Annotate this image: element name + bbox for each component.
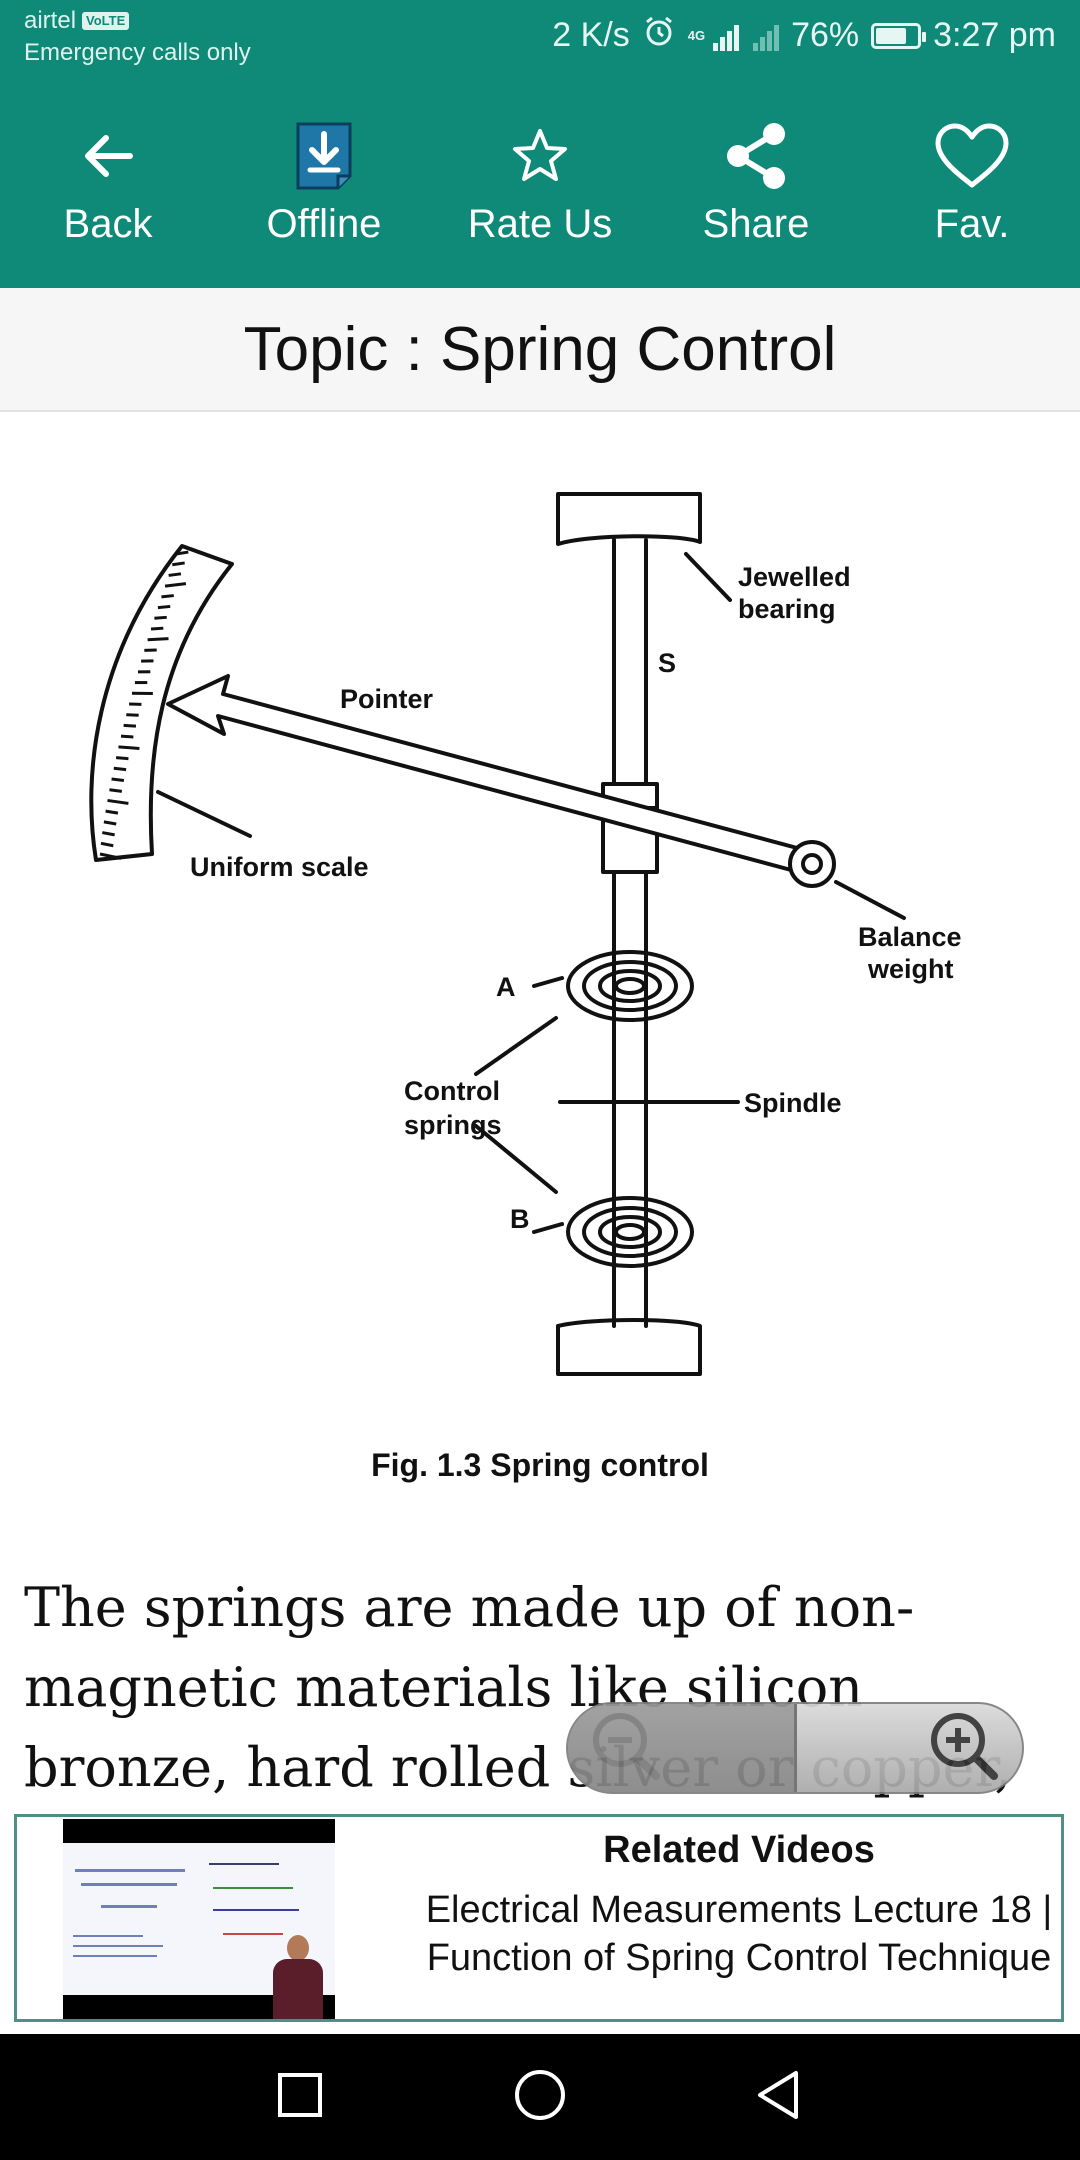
offline-button[interactable]: Offline bbox=[216, 72, 432, 288]
scale-tick bbox=[118, 745, 140, 751]
label-s: S bbox=[658, 648, 676, 678]
scale-tick bbox=[99, 852, 122, 860]
share-label: Share bbox=[702, 202, 810, 246]
scale-tick bbox=[103, 820, 117, 826]
presenter-head bbox=[287, 1935, 309, 1961]
scale-tick bbox=[150, 626, 164, 631]
rate-us-label: Rate Us bbox=[467, 202, 613, 246]
label-pointer: Pointer bbox=[340, 684, 434, 714]
scale-tick bbox=[154, 615, 167, 620]
scale-tick bbox=[115, 756, 129, 761]
back-button[interactable]: Back bbox=[0, 72, 216, 288]
zoom-in-button[interactable] bbox=[796, 1704, 1022, 1792]
label-uniform-scale: Uniform scale bbox=[190, 852, 369, 882]
zoom-out-icon bbox=[588, 1708, 664, 1789]
scale-tick bbox=[105, 809, 119, 815]
emergency-text: Emergency calls only bbox=[24, 39, 251, 66]
scale-tick bbox=[147, 637, 169, 642]
back-nav-button[interactable] bbox=[660, 2069, 900, 2126]
battery-percent: 76% bbox=[791, 16, 860, 54]
presenter-body bbox=[273, 1959, 323, 2019]
related-video-title[interactable]: Electrical Measurements Lecture 18 | Fun… bbox=[425, 1889, 1053, 1979]
signal-2-icon bbox=[751, 21, 780, 51]
scale-tick bbox=[113, 766, 127, 772]
label-spindle: Spindle bbox=[744, 1088, 842, 1118]
scale-tick bbox=[111, 777, 125, 782]
signal-icon bbox=[711, 21, 740, 51]
label-b: B bbox=[510, 1204, 530, 1234]
scale-ticks bbox=[99, 550, 189, 860]
scale-tick bbox=[172, 561, 185, 567]
label-jewelled: Jewelled bbox=[738, 562, 851, 592]
status-bar: airtel VoLTE Emergency calls only 2 K/s … bbox=[0, 0, 1080, 72]
home-button[interactable] bbox=[420, 2067, 660, 2128]
related-text: Related Videos Electrical Measurements L… bbox=[421, 1817, 1057, 1982]
figure-caption: Fig. 1.3 Spring control bbox=[371, 1447, 709, 1483]
favorite-label: Fav. bbox=[934, 202, 1010, 246]
status-left: airtel VoLTE Emergency calls only bbox=[24, 6, 251, 70]
volte-badge: VoLTE bbox=[82, 12, 130, 30]
heart-icon bbox=[934, 116, 1010, 196]
network-type: 4G bbox=[687, 28, 706, 43]
clock: 3:27 pm bbox=[933, 16, 1056, 54]
navigation-bar bbox=[0, 2034, 1080, 2160]
related-heading: Related Videos bbox=[603, 1829, 875, 1871]
scale-tick bbox=[100, 841, 114, 848]
carrier-name: airtel bbox=[24, 7, 77, 34]
star-icon bbox=[510, 116, 570, 196]
rate-us-button[interactable]: Rate Us bbox=[432, 72, 648, 288]
offline-label: Offline bbox=[266, 202, 382, 246]
battery-icon bbox=[871, 22, 927, 49]
thumbnail-slide bbox=[63, 1843, 335, 2019]
scale-tick bbox=[109, 788, 123, 793]
scale-tick bbox=[157, 604, 171, 610]
label-springs: springs bbox=[404, 1110, 502, 1140]
topic-header: Topic : Spring Control bbox=[0, 288, 1080, 412]
share-button[interactable]: Share bbox=[648, 72, 864, 288]
back-label: Back bbox=[63, 202, 153, 246]
label-bearing: bearing bbox=[738, 594, 836, 624]
related-videos-card[interactable]: Related Videos Electrical Measurements L… bbox=[14, 1814, 1064, 2022]
scale-tick bbox=[161, 594, 174, 599]
video-thumbnail[interactable] bbox=[63, 1819, 335, 2019]
alarm-icon bbox=[642, 14, 676, 57]
square-icon bbox=[276, 2071, 324, 2124]
recents-button[interactable] bbox=[180, 2071, 420, 2124]
spring-control-diagram: Jewelled bearing S Pointer Uniform scale… bbox=[89, 492, 962, 1483]
zoom-out-button[interactable] bbox=[568, 1704, 797, 1792]
label-a: A bbox=[496, 972, 516, 1002]
zoom-control bbox=[566, 1702, 1024, 1794]
app-toolbar: Back Offline Rate Us Share Fav. bbox=[0, 72, 1080, 288]
scale-tick bbox=[123, 723, 137, 728]
status-right: 2 K/s 4G 76% 3:27 pm bbox=[540, 14, 1056, 57]
scale-tick bbox=[102, 831, 115, 837]
share-icon bbox=[720, 116, 792, 196]
network-speed: 2 K/s bbox=[552, 16, 630, 54]
scale-tick bbox=[168, 572, 182, 577]
zoom-in-icon bbox=[926, 1708, 1002, 1789]
triangle-back-icon bbox=[754, 2069, 806, 2126]
download-icon bbox=[294, 116, 354, 196]
scale-tick bbox=[120, 734, 134, 739]
circle-icon bbox=[512, 2067, 568, 2128]
label-balance: Balance bbox=[858, 922, 962, 952]
favorite-button[interactable]: Fav. bbox=[864, 72, 1080, 288]
scale-tick bbox=[164, 582, 187, 588]
label-weight: weight bbox=[867, 954, 954, 984]
back-arrow-icon bbox=[80, 116, 136, 196]
page-title: Topic : Spring Control bbox=[243, 314, 837, 384]
label-control: Control bbox=[404, 1076, 500, 1106]
spring-control-figure: Jewelled bearing S Pointer Uniform scale… bbox=[0, 414, 1080, 1544]
scale-tick bbox=[107, 798, 129, 805]
scale-tick bbox=[175, 550, 189, 556]
